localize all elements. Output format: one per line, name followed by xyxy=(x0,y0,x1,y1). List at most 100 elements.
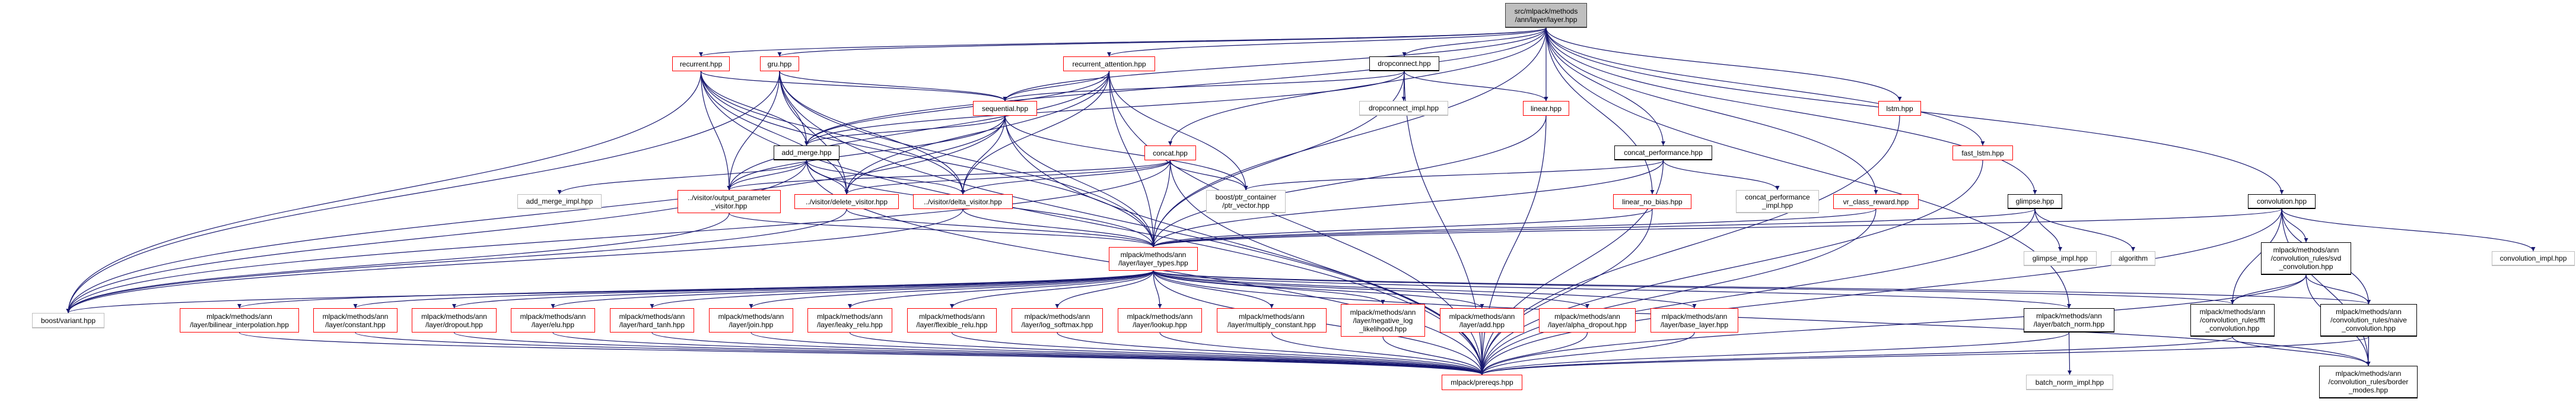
edge-lookup-to-prereqs xyxy=(1159,332,1484,375)
node-label-line: ../visitor/delete_visitor.hpp xyxy=(805,197,888,206)
node-recurrent[interactable]: recurrent.hpp xyxy=(672,56,730,71)
node-label-line: linear_no_bias.hpp xyxy=(1622,197,1683,206)
edge-layer_types-to-negative_log_likelihood xyxy=(1153,270,1385,305)
edge-sequential-to-layer_types xyxy=(1004,115,1156,248)
node-label-line: ../visitor/delta_visitor.hpp xyxy=(924,197,1002,206)
node-prereqs[interactable]: mlpack/prereqs.hpp xyxy=(1442,375,1522,390)
node-label-line: mlpack/methods/ann xyxy=(1120,251,1187,259)
node-label-line: /layer/dropout.hpp xyxy=(425,320,483,329)
node-label-line: mlpack/methods/ann xyxy=(520,312,586,321)
edge-vr_class_reward-to-layer_types xyxy=(1151,208,1877,248)
edge-glimpse-to-prereqs xyxy=(1480,208,2036,375)
node-label-line: _convolution.hpp xyxy=(2342,324,2396,333)
node-svd-convolution[interactable]: mlpack/methods/ann/convolution_rules/svd… xyxy=(2261,242,2351,275)
node-base-layer[interactable]: mlpack/methods/ann/layer/base_layer.hpp xyxy=(1650,308,1738,333)
node-label-line: glimpse.hpp xyxy=(2015,197,2055,205)
edge-dropconnect-to-sequential xyxy=(1003,71,1405,102)
edge-linear-to-layer_types xyxy=(1151,115,1547,248)
node-fft-convolution[interactable]: mlpack/methods/ann/convolution_rules/fft… xyxy=(2190,304,2275,337)
node-boost-variant[interactable]: boost/variant.hpp xyxy=(32,313,104,328)
edge-gru-to-boost_variant xyxy=(66,71,780,314)
edge-delete_visitor-to-layer_types xyxy=(846,208,1156,248)
node-convolution-impl[interactable]: convolution_impl.hpp xyxy=(2492,251,2575,266)
node-delete-visitor[interactable]: ../visitor/delete_visitor.hpp xyxy=(794,194,899,209)
node-border-modes[interactable]: mlpack/methods/ann/convolution_rules/bor… xyxy=(2319,366,2418,398)
node-label-line: convolution.hpp xyxy=(2256,197,2307,205)
node-dropconnect[interactable]: dropconnect.hpp xyxy=(1369,56,1439,71)
edge-svd_convolution-to-prereqs xyxy=(1480,274,2307,375)
node-leaky-relu[interactable]: mlpack/methods/ann/layer/leaky_relu.hpp xyxy=(807,308,892,333)
node-concat-performance[interactable]: concat_performance.hpp xyxy=(1614,145,1712,160)
node-lstm[interactable]: lstm.hpp xyxy=(1878,101,1921,116)
node-label-line: mlpack/methods/ann xyxy=(1449,312,1515,321)
node-flexible-relu[interactable]: mlpack/methods/ann/layer/flexible_relu.h… xyxy=(907,308,997,333)
edge-delta_visitor-to-layer_types xyxy=(962,208,1156,248)
edge-hard_tanh-to-prereqs xyxy=(651,332,1484,375)
node-label-line: /layer/add.hpp xyxy=(1459,320,1505,329)
node-dropconnect-impl[interactable]: dropconnect_impl.hpp xyxy=(1359,101,1448,116)
node-layer-types[interactable]: mlpack/methods/ann/layer/layer_types.hpp xyxy=(1109,247,1198,271)
node-label-line: recurrent.hpp xyxy=(679,59,723,68)
node-label-line: mlpack/methods/ann xyxy=(2036,312,2102,320)
node-negative-log-likelihood[interactable]: mlpack/methods/ann/layer/negative_log_li… xyxy=(1341,304,1425,337)
node-add[interactable]: mlpack/methods/ann/layer/add.hpp xyxy=(1440,308,1524,333)
node-label-line: linear.hpp xyxy=(1530,104,1562,113)
node-fast-lstm[interactable]: fast_lstm.hpp xyxy=(1952,145,2013,160)
edge-layer-to-lstm xyxy=(1545,27,1902,102)
node-ptr-vector[interactable]: boost/ptr_container/ptr_vector.hpp xyxy=(1206,190,1286,213)
node-add-merge-impl[interactable]: add_merge_impl.hpp xyxy=(517,194,602,209)
node-label-line: mlpack/methods/ann xyxy=(817,312,883,321)
edge-concat-to-output_parameter_visitor xyxy=(727,160,1171,191)
node-concat[interactable]: concat.hpp xyxy=(1144,145,1196,160)
node-convolution[interactable]: convolution.hpp xyxy=(2248,194,2316,209)
edge-output_parameter_visitor-to-boost_variant xyxy=(66,213,730,314)
node-add-merge[interactable]: add_merge.hpp xyxy=(774,145,839,160)
node-label-line: mlpack/methods/ann xyxy=(1554,312,1620,321)
node-vr-class-reward[interactable]: vr_class_reward.hpp xyxy=(1833,194,1919,209)
edge-gru-to-layer_types xyxy=(779,71,1156,248)
node-output-parameter-visitor[interactable]: ../visitor/output_parameter_visitor.hpp xyxy=(678,190,781,213)
node-recurrent-attention[interactable]: recurrent_attention.hpp xyxy=(1063,56,1155,71)
node-label-line: glimpse_impl.hpp xyxy=(2032,254,2088,262)
edge-layer_types-to-add xyxy=(1153,270,1484,309)
node-label-line: /convolution_rules/border xyxy=(2328,378,2409,386)
node-linear[interactable]: linear.hpp xyxy=(1523,101,1569,116)
node-algorithm[interactable]: algorithm xyxy=(2111,251,2155,266)
edge-join-to-prereqs xyxy=(750,332,1484,375)
node-dropout[interactable]: mlpack/methods/ann/layer/dropout.hpp xyxy=(412,308,497,333)
node-elu[interactable]: mlpack/methods/ann/layer/elu.hpp xyxy=(511,308,595,333)
node-label-line: src/mlpack/methods xyxy=(1514,7,1578,15)
node-linear-no-bias[interactable]: linear_no_bias.hpp xyxy=(1613,194,1691,209)
node-label-line: boost/variant.hpp xyxy=(40,316,96,325)
node-delta-visitor[interactable]: ../visitor/delta_visitor.hpp xyxy=(913,194,1013,209)
node-alpha-dropout[interactable]: mlpack/methods/ann/layer/alpha_dropout.h… xyxy=(1539,308,1636,333)
edge-layer-to-layer_types xyxy=(1151,27,1547,248)
node-join[interactable]: mlpack/methods/ann/layer/join.hpp xyxy=(709,308,793,333)
node-log-softmax[interactable]: mlpack/methods/ann/layer/log_softmax.hpp xyxy=(1012,308,1103,333)
edge-layer-to-concat_performance xyxy=(1545,27,1665,146)
edge-recurrent-to-layer_types xyxy=(700,71,1156,248)
edge-recurrent_attention-to-delta_visitor xyxy=(961,71,1110,195)
node-bilinear-interpolation[interactable]: mlpack/methods/ann/layer/bilinear_interp… xyxy=(180,308,299,333)
node-naive-convolution[interactable]: mlpack/methods/ann/convolution_rules/nai… xyxy=(2320,304,2417,337)
node-lookup[interactable]: mlpack/methods/ann/layer/lookup.hpp xyxy=(1118,308,1202,333)
edge-dropconnect-to-add_merge xyxy=(804,71,1405,146)
node-concat-performance-impl[interactable]: concat_performance_impl.hpp xyxy=(1736,190,1819,213)
edge-concat-to-delta_visitor xyxy=(961,160,1171,195)
edge-recurrent-to-delete_visitor xyxy=(700,71,849,195)
node-label-line: dropconnect_impl.hpp xyxy=(1368,104,1439,112)
edge-elu-to-prereqs xyxy=(552,332,1484,375)
node-batch-norm[interactable]: mlpack/methods/ann/layer/batch_norm.hpp xyxy=(2024,308,2114,333)
node-glimpse[interactable]: glimpse.hpp xyxy=(2008,194,2062,209)
edge-add_merge-to-boost_variant xyxy=(66,160,807,314)
node-layer[interactable]: src/mlpack/methods/ann/layer/layer.hpp xyxy=(1505,3,1587,28)
edge-delete_visitor-to-boost_variant xyxy=(66,208,847,314)
node-hard-tanh[interactable]: mlpack/methods/ann/layer/hard_tanh.hpp xyxy=(610,308,694,333)
node-glimpse-impl[interactable]: glimpse_impl.hpp xyxy=(2024,251,2097,266)
node-label-line: /layer/log_softmax.hpp xyxy=(1021,320,1093,329)
node-multiply-constant[interactable]: mlpack/methods/ann/layer/multiply_consta… xyxy=(1217,308,1327,333)
node-batch-norm-impl[interactable]: batch_norm_impl.hpp xyxy=(2026,375,2113,390)
node-sequential[interactable]: sequential.hpp xyxy=(973,101,1037,116)
node-constant[interactable]: mlpack/methods/ann/layer/constant.hpp xyxy=(313,308,397,333)
node-gru[interactable]: gru.hpp xyxy=(760,56,799,71)
